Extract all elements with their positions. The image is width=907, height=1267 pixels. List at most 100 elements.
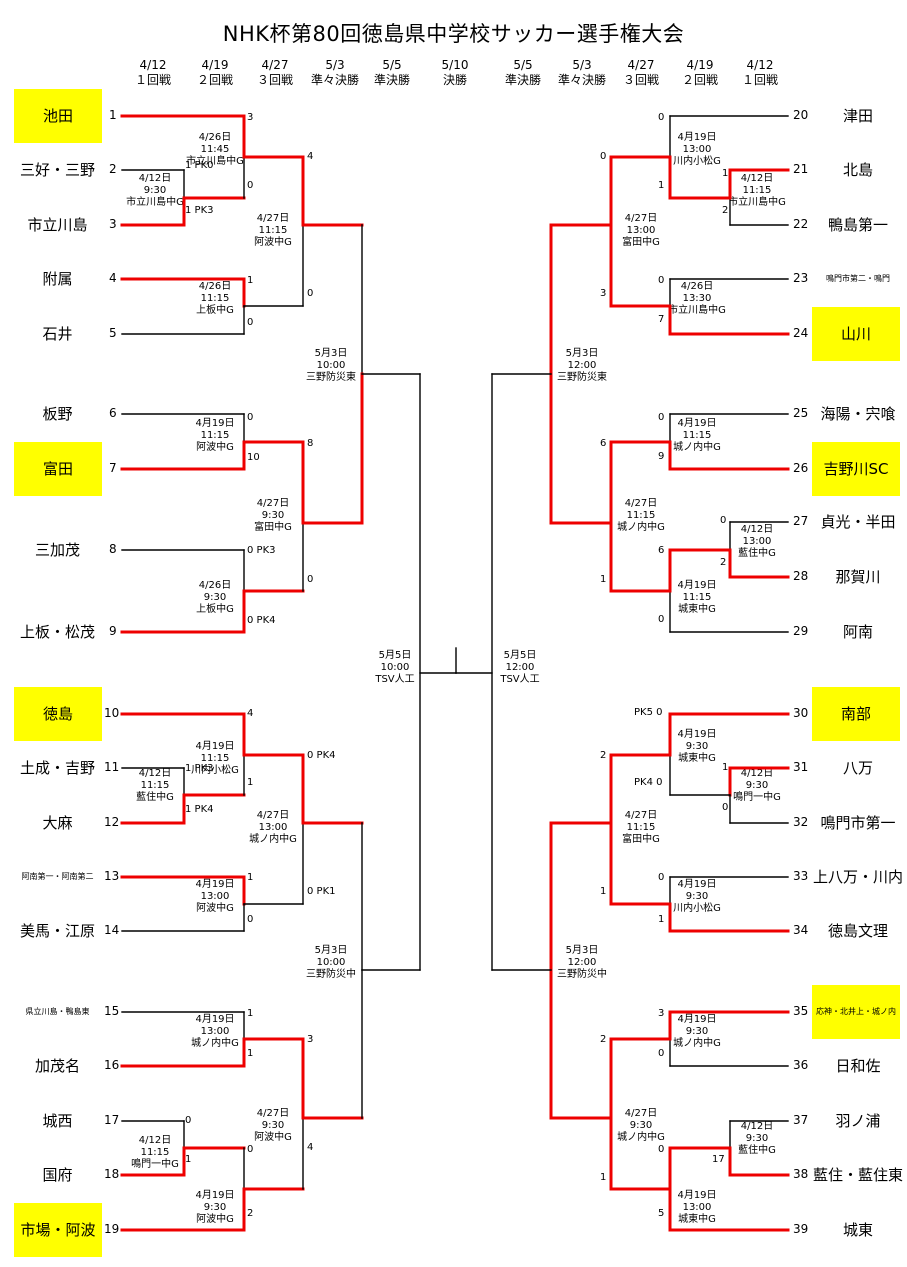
team-name: 吉野川SC <box>812 442 900 496</box>
round-date: 5/3 <box>572 58 592 72</box>
round-date: 4/19 <box>201 58 229 72</box>
team-name: 土成・吉野 <box>19 759 95 777</box>
match-venue: 阿波中G <box>196 1214 234 1225</box>
team-name: 阿南 <box>842 623 873 641</box>
team-number: 29 <box>793 624 809 638</box>
team-name: 鳴門市第二・鳴門 <box>826 274 890 283</box>
match-date: 5月3日 <box>314 945 348 956</box>
score: 0 <box>658 1144 665 1155</box>
match-time: 13:00 <box>742 536 772 547</box>
team-number: 38 <box>793 1167 809 1181</box>
round-date: 4/12 <box>139 58 167 72</box>
team-number: 21 <box>793 162 809 176</box>
score: 1 <box>247 777 254 788</box>
score: 2 <box>720 557 727 568</box>
score: 0 <box>307 288 314 299</box>
score: 0 <box>658 412 665 423</box>
team-name: 八万 <box>842 759 873 777</box>
score: 17 <box>712 1154 725 1165</box>
score: 0 PK3 <box>247 545 276 556</box>
match-date: 4/26日 <box>198 281 232 292</box>
team-number: 19 <box>104 1222 120 1236</box>
match-venue: 阿波中G <box>196 442 234 453</box>
match-venue: 阿波中G <box>196 903 234 914</box>
match-time: 9:30 <box>685 891 709 902</box>
score: 0 <box>247 1144 254 1155</box>
match-time: 9:30 <box>629 1120 653 1131</box>
round-date: 5/10 <box>441 58 469 72</box>
round-name: ３回戦 <box>256 73 293 87</box>
team-name: 山川 <box>812 307 900 361</box>
match-venue: 城ノ内中G <box>191 1038 239 1049</box>
match-venue: 市立川島中G <box>186 156 244 167</box>
team-number: 13 <box>104 869 120 883</box>
match-date: 5月5日 <box>378 650 412 661</box>
score: 1 <box>600 886 607 897</box>
match-date: 5月5日 <box>503 650 537 661</box>
team-number: 24 <box>793 326 809 340</box>
score: 6 <box>600 438 607 449</box>
round-name: ３回戦 <box>622 73 659 87</box>
match-venue: 上板中G <box>196 305 234 316</box>
match-date: 4月19日 <box>677 1190 717 1201</box>
match-time: 13:30 <box>682 293 712 304</box>
score: 0 <box>658 112 665 123</box>
team-name: 応神・北井上・城ノ内 <box>812 985 900 1039</box>
score: PK5 0 <box>634 707 663 718</box>
match-date: 4月19日 <box>195 879 235 890</box>
round-name: 決勝 <box>442 73 467 87</box>
team-name: 市立川島 <box>27 216 88 234</box>
match-date: 4月19日 <box>677 580 717 591</box>
match-date: 4/27日 <box>624 498 658 509</box>
match-time: 9:30 <box>261 1120 285 1131</box>
team-name: 三加茂 <box>34 541 80 559</box>
match-time: 11:15 <box>200 430 230 441</box>
score: 1 PK0 <box>185 160 214 171</box>
score: 6 <box>658 545 665 556</box>
score: 10 <box>247 452 260 463</box>
match-time: 11:15 <box>140 1147 170 1158</box>
match-date: 4/12日 <box>138 768 172 779</box>
team-name: 城西 <box>42 1112 73 1130</box>
match-date: 5月3日 <box>314 348 348 359</box>
match-date: 4/12日 <box>740 1121 774 1132</box>
team-name: 徳島 <box>14 687 102 741</box>
match-time: 11:15 <box>626 510 656 521</box>
match-time: 9:30 <box>203 1202 227 1213</box>
match-time: 11:15 <box>626 822 656 833</box>
match-date: 4/27日 <box>624 213 658 224</box>
team-number: 15 <box>104 1004 120 1018</box>
score: 1 <box>185 1154 192 1165</box>
team-name: 阿南第一・阿南第二 <box>21 872 94 881</box>
score: 1 <box>658 180 665 191</box>
team-number: 26 <box>793 461 809 475</box>
match-date: 4/27日 <box>256 810 290 821</box>
match-venue: 川内小松G <box>673 903 721 914</box>
match-date: 4/12日 <box>740 173 774 184</box>
match-time: 9:30 <box>203 592 227 603</box>
match-time: 9:30 <box>685 741 709 752</box>
match-venue: TSV人工 <box>375 674 415 685</box>
score: 0 <box>722 802 729 813</box>
round-date: 5/5 <box>513 58 533 72</box>
match-time: 11:15 <box>258 225 288 236</box>
match-time: 12:00 <box>505 662 535 673</box>
team-name: 富田 <box>14 442 102 496</box>
